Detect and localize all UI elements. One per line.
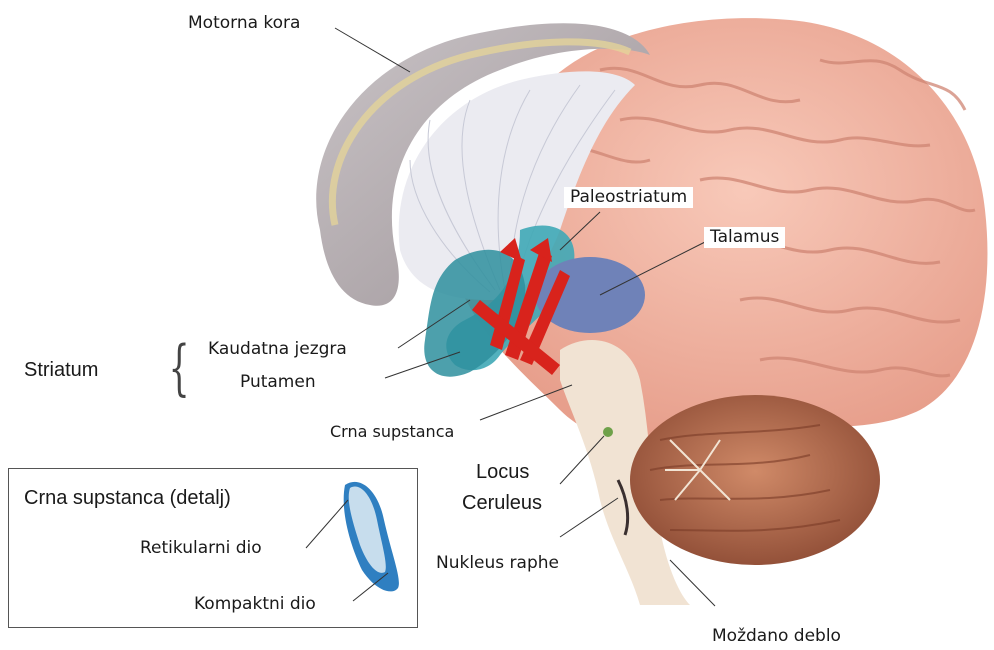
label-striatum: Striatum [24, 360, 98, 380]
label-putamen: Putamen [240, 374, 316, 391]
cerebellum-shape [630, 395, 880, 565]
label-locus-ceruleus-line2: Ceruleus [462, 493, 542, 513]
detail-inset-title: Crna supstanca (detalj) [24, 488, 231, 508]
label-locus-ceruleus-line1: Locus [476, 462, 529, 482]
label-caudate-nucleus: Kaudatna jezgra [208, 341, 347, 358]
label-pars-compacta: Kompaktni dio [194, 596, 316, 613]
label-substantia-nigra: Crna supstanca [330, 424, 454, 440]
label-brainstem: Moždano deblo [712, 628, 841, 645]
locus-ceruleus-dot [603, 427, 613, 437]
striatum-brace: { [169, 338, 190, 398]
label-raphe-nucleus: Nukleus raphe [436, 555, 559, 572]
label-thalamus: Talamus [704, 227, 785, 248]
label-paleostriatum: Paleostriatum [564, 187, 693, 208]
label-motor-cortex: Motorna kora [188, 15, 300, 32]
label-pars-reticulata: Retikularni dio [140, 540, 262, 557]
